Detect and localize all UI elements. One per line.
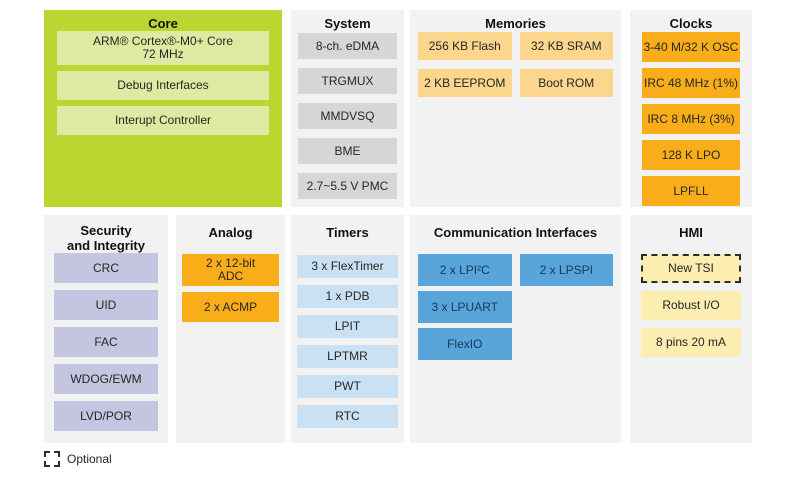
security-blocks: CRC UID FAC WDOG/EWM LVD/POR xyxy=(54,253,158,431)
analog-blocks: 2 x 12-bit ADC 2 x ACMP xyxy=(182,254,279,322)
block-lvd-por: LVD/POR xyxy=(54,401,158,431)
block-lpit: LPIT xyxy=(297,315,398,338)
block-interrupt-controller: Interupt Controller xyxy=(57,106,269,135)
timers-blocks: 3 x FlexTimer 1 x PDB LPIT LPTMR PWT RTC xyxy=(297,255,398,428)
memories-blocks: 256 KB Flash 32 KB SRAM 2 KB EEPROM Boot… xyxy=(418,32,613,97)
panel-analog-title: Analog xyxy=(208,225,253,240)
comm-empty-cell xyxy=(520,291,614,323)
comm-blocks: 2 x LPI²C 2 x LPSPI 3 x LPUART FlexIO xyxy=(418,254,613,360)
block-lpfll: LPFLL xyxy=(642,176,740,206)
block-acmp: 2 x ACMP xyxy=(182,292,279,322)
block-uid: UID xyxy=(54,290,158,320)
block-rtc: RTC xyxy=(297,405,398,428)
block-fac: FAC xyxy=(54,327,158,357)
block-irc-8mhz: IRC 8 MHz (3%) xyxy=(642,104,740,134)
panel-memories-title: Memories xyxy=(485,16,546,31)
block-8-pins-20ma: 8 pins 20 mA xyxy=(641,328,741,357)
panel-system: System 8-ch. eDMA TRGMUX MMDVSQ BME 2.7~… xyxy=(291,10,404,207)
block-mmdvsq: MMDVSQ xyxy=(298,103,397,129)
block-lpo: 128 K LPO xyxy=(642,140,740,170)
block-edma: 8-ch. eDMA xyxy=(298,33,397,59)
block-lpuart: 3 x LPUART xyxy=(418,291,512,323)
block-pwt: PWT xyxy=(297,375,398,398)
system-blocks: 8-ch. eDMA TRGMUX MMDVSQ BME 2.7~5.5 V P… xyxy=(298,33,397,199)
block-lpspi: 2 x LPSPI xyxy=(519,254,613,286)
panel-comm-title: Communication Interfaces xyxy=(433,225,598,240)
block-eeprom: 2 KB EEPROM xyxy=(418,69,512,97)
block-wdog-ewm: WDOG/EWM xyxy=(54,364,158,394)
block-debug-interfaces: Debug Interfaces xyxy=(57,71,269,100)
panel-timers-title: Timers xyxy=(326,225,369,240)
panel-timers: Timers 3 x FlexTimer 1 x PDB LPIT LPTMR … xyxy=(291,215,404,443)
block-boot-rom: Boot ROM xyxy=(519,69,613,97)
panel-hmi: HMI New TSI Robust I/O 8 pins 20 mA xyxy=(630,215,752,443)
clocks-blocks: 3-40 M/32 K OSC IRC 48 MHz (1%) IRC 8 MH… xyxy=(642,32,740,206)
panel-memories: Memories 256 KB Flash 32 KB SRAM 2 KB EE… xyxy=(410,10,621,207)
block-flextimer: 3 x FlexTimer xyxy=(297,255,398,278)
panel-analog: Analog 2 x 12-bit ADC 2 x ACMP xyxy=(176,215,285,443)
optional-dashed-box-icon xyxy=(44,451,60,467)
block-crc: CRC xyxy=(54,253,158,283)
block-adc: 2 x 12-bit ADC xyxy=(182,254,279,286)
panel-clocks: Clocks 3-40 M/32 K OSC IRC 48 MHz (1%) I… xyxy=(630,10,752,207)
block-lpi2c: 2 x LPI²C xyxy=(418,254,512,286)
panel-clocks-title: Clocks xyxy=(669,16,713,31)
block-osc: 3-40 M/32 K OSC xyxy=(642,32,740,62)
legend: Optional xyxy=(44,451,112,467)
block-lptmr: LPTMR xyxy=(297,345,398,368)
panel-security-title: Security and Integrity xyxy=(66,223,145,253)
block-pdb: 1 x PDB xyxy=(297,285,398,308)
block-new-tsi: New TSI xyxy=(641,254,741,283)
block-flash: 256 KB Flash xyxy=(418,32,512,60)
panel-hmi-title: HMI xyxy=(679,225,703,240)
panel-communication-interfaces: Communication Interfaces 2 x LPI²C 2 x L… xyxy=(410,215,621,443)
block-sram: 32 KB SRAM xyxy=(519,32,613,60)
block-pmc: 2.7~5.5 V PMC xyxy=(298,173,397,199)
panel-security-and-integrity: Security and Integrity CRC UID FAC WDOG/… xyxy=(44,215,168,443)
panel-system-title: System xyxy=(324,16,371,31)
legend-label: Optional xyxy=(67,452,112,466)
panel-core: Core ARM® Cortex®-M0+ Core 72 MHz Debug … xyxy=(44,10,282,207)
block-flexio: FlexIO xyxy=(418,328,512,360)
hmi-blocks: New TSI Robust I/O 8 pins 20 mA xyxy=(641,254,741,357)
block-irc-48mhz: IRC 48 MHz (1%) xyxy=(642,68,740,98)
block-robust-io: Robust I/O xyxy=(641,291,741,320)
core-blocks: ARM® Cortex®-M0+ Core 72 MHz Debug Inter… xyxy=(57,31,269,135)
panel-core-title: Core xyxy=(148,16,178,31)
block-trgmux: TRGMUX xyxy=(298,68,397,94)
block-arm-cortex-m0-core: ARM® Cortex®-M0+ Core 72 MHz xyxy=(57,31,269,65)
block-bme: BME xyxy=(298,138,397,164)
